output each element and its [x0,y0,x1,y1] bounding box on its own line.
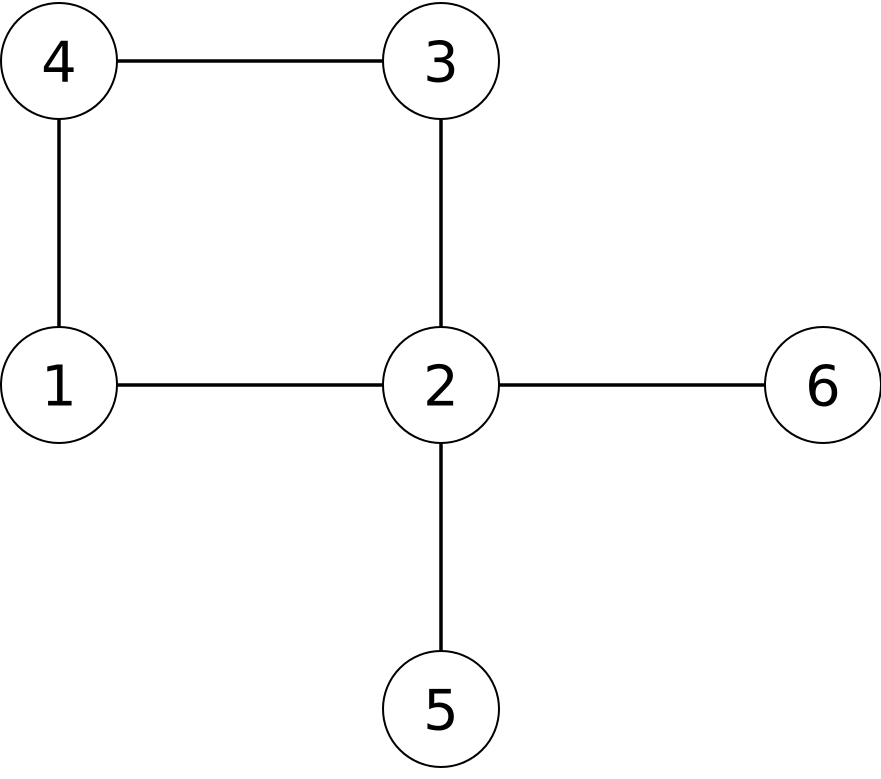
node-2: 2 [382,326,500,444]
node-circle-3 [382,2,500,120]
node-4: 4 [0,2,118,120]
node-circle-6 [764,326,881,444]
node-label-6: 6 [805,355,841,420]
node-label-5: 5 [423,679,459,744]
node-label-1: 1 [41,355,77,420]
node-label-2: 2 [423,355,459,420]
node-3: 3 [382,2,500,120]
node-1: 1 [0,326,118,444]
node-5: 5 [382,650,500,768]
node-circle-1 [0,326,118,444]
node-6: 6 [764,326,881,444]
node-label-3: 3 [423,31,459,96]
node-circle-2 [382,326,500,444]
node-circle-5 [382,650,500,768]
node-label-4: 4 [41,31,77,96]
node-circle-4 [0,2,118,120]
